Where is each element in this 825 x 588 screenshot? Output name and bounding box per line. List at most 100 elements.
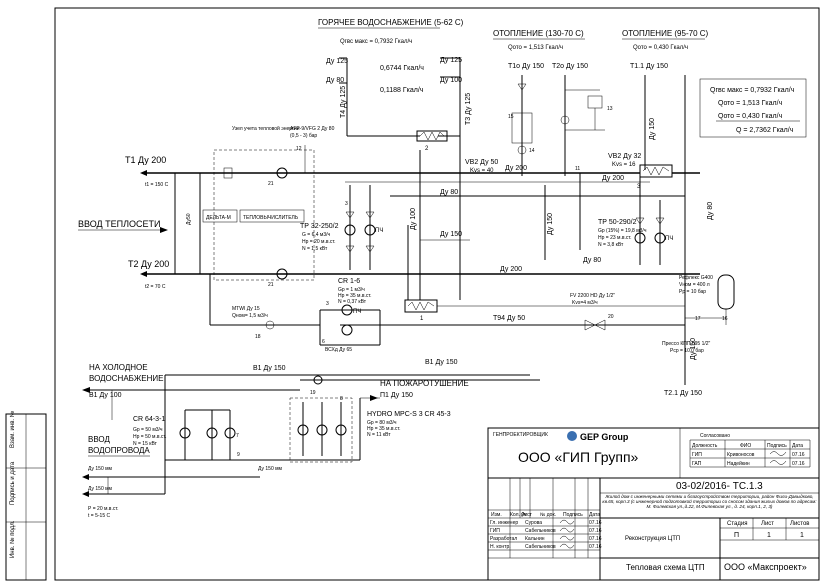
company-name: ООО «ГИП Групп»: [518, 449, 639, 465]
svg-text:N = 0,37 кВт: N = 0,37 кВт: [338, 299, 367, 305]
expansion-tank: Рефлекс G400 Vном = 400 л Рр = 10 бар 17…: [662, 274, 735, 354]
valve-label: VB2 Ду 50: [465, 159, 498, 166]
svg-text:Согласовано: Согласовано: [700, 433, 730, 439]
pump-label: ТР 32-250/2: [300, 223, 339, 230]
svg-text:ТЕПЛОВЫЧИСЛИТЕЛЬ: ТЕПЛОВЫЧИСЛИТЕЛЬ: [243, 215, 299, 221]
heating2-title: ОТОПЛЕНИЕ (95-70 С): [622, 29, 709, 38]
svg-text:Рр = 10 бар: Рр = 10 бар: [679, 289, 706, 295]
inlet-t1: Т1 Ду 200: [125, 155, 166, 165]
svg-text:12: 12: [296, 146, 302, 152]
side-stamp: Взам. инв. № Подпись и дата Инв. № подл.: [5, 411, 47, 581]
svg-text:Кол. уч: Кол. уч: [510, 512, 527, 518]
stamp-label: Подпись и дата: [10, 461, 16, 505]
svg-text:Kvs = 40: Kvs = 40: [470, 168, 494, 174]
svg-text:07.16: 07.16: [792, 461, 805, 467]
svg-text:Рср = 10,0 бар: Рср = 10,0 бар: [670, 348, 704, 354]
svg-text:Gр (15%) = 19,8 м3/ч: Gр (15%) = 19,8 м3/ч: [598, 228, 647, 234]
du-label: Ду 150: [440, 231, 462, 238]
pipe-label: П1 Ду 150: [380, 392, 413, 399]
section-name: Реконструкция ЦТП: [625, 536, 680, 542]
pipe-label: В1 Ду 150: [425, 359, 458, 366]
du-label: Ду 100: [440, 77, 462, 84]
svg-text:ГИП: ГИП: [692, 452, 702, 458]
svg-text:9: 9: [237, 452, 240, 458]
svg-text:Прессо КПП 095 1/2": Прессо КПП 095 1/2": [662, 341, 711, 347]
pump-group-tp50: ПЧ ТР 50-290/2 Gр (15%) = 19,8 м3/ч Нр =…: [598, 200, 673, 265]
signature-icon: [769, 451, 787, 456]
heating1-branch: Т1о Ду 150 Т2о Ду 150 15 13 14: [508, 63, 613, 176]
svg-text:t1 = 150 С: t1 = 150 С: [145, 182, 169, 188]
svg-text:Vном = 400 л: Vном = 400 л: [679, 282, 710, 288]
svg-text:Подпись: Подпись: [767, 443, 787, 449]
inlet-title: ВОДОПРОВОДА: [88, 446, 150, 455]
svg-text:21: 21: [268, 282, 274, 288]
svg-text:AFP-9/VFG 2 Ду 80: AFP-9/VFG 2 Ду 80: [290, 126, 335, 132]
hot-water-qmax: Qгвс макс = 0,7932 Гкал/ч: [340, 39, 412, 45]
pipe-label: Т3 Ду 125: [465, 93, 472, 125]
svg-text:Н. контр.: Н. контр.: [490, 544, 511, 550]
svg-text:3: 3: [326, 301, 329, 307]
signature-icon: [559, 519, 575, 525]
svg-text:ПЧ: ПЧ: [375, 228, 383, 234]
svg-text:7: 7: [236, 433, 239, 439]
svg-text:Kvs = 16: Kvs = 16: [612, 162, 636, 168]
pipe-label: Т1о Ду 150: [508, 63, 544, 70]
svg-text:ПЧ: ПЧ: [353, 309, 361, 315]
du-label: Ду 80: [707, 202, 714, 220]
du-label: Ду 150: [547, 213, 554, 235]
du-label: Ду 80: [440, 189, 458, 196]
du-label: Ду 200: [602, 175, 624, 182]
svg-text:N = 11 кВт: N = 11 кВт: [367, 432, 391, 438]
svg-text:t2 = 70 С: t2 = 70 С: [145, 284, 166, 290]
metering-box: ДЕЛЬТА-М ТЕПЛОВЫЧИСЛИТЕЛЬ: [202, 149, 315, 281]
svg-text:16: 16: [722, 316, 728, 322]
svg-text:3: 3: [637, 184, 641, 190]
svg-text:21: 21: [268, 181, 274, 187]
cold-title: ВОДОСНАБЖЕНИЕ: [89, 374, 163, 383]
svg-text:Gр = 80 м3/ч: Gр = 80 м3/ч: [367, 420, 397, 426]
inlet-title: ВВОД: [88, 435, 110, 444]
svg-text:15: 15: [508, 114, 514, 120]
svg-text:Дата: Дата: [589, 512, 600, 518]
pump-group-cr64: 7 9 CR 64-3-1 Gр = 50 м3/ч Нр = 50 м.в.с…: [133, 409, 360, 461]
svg-text:07.16: 07.16: [589, 520, 602, 526]
svg-text:Подпись: Подпись: [563, 512, 583, 518]
pipe-label: Т4 Ду 125: [340, 86, 347, 118]
svg-text:Ду 150 мм: Ду 150 мм: [88, 466, 113, 472]
stamp-label: Инв. № подл.: [9, 520, 16, 558]
water-inlet: ВВОД ВОДОПРОВОДА Ду 150 мм Ду 150 мм Ду …: [82, 435, 283, 519]
svg-text:Надейкин: Надейкин: [727, 460, 750, 467]
svg-text:07.16: 07.16: [589, 536, 602, 542]
svg-text:П: П: [734, 532, 739, 539]
pipe-label: Т94 Ду 50: [493, 315, 525, 322]
svg-text:Узел учета тепловой энергии: Узел учета тепловой энергии: [232, 125, 300, 132]
svg-text:Лист: Лист: [521, 512, 533, 518]
summary-line: Qгвс макс = 0,7932 Гкал/ч: [710, 87, 795, 94]
svg-text:Сабельников: Сабельников: [525, 544, 556, 550]
pipe-label: В1 Ду 150: [253, 365, 286, 372]
stamp-label: Взам. инв. №: [9, 411, 16, 448]
du-label: Ду 200: [500, 266, 522, 273]
svg-text:2: 2: [425, 146, 429, 152]
svg-text:Гл. инженер: Гл. инженер: [490, 520, 518, 526]
svg-text:Gр = 1 м3/ч: Gр = 1 м3/ч: [338, 287, 365, 293]
logo-icon: [567, 431, 577, 441]
heating2-branch: Т1.1 Ду 150 Ду 150 Ду 80 Т2.1 Ду 150 Ду …: [630, 63, 714, 397]
fire-pump-station: 8 HYDRO MPC-S 3 CR 45-3 Gр = 80 м3/ч Нр …: [289, 396, 451, 463]
heat-exchanger-3: 3: [637, 164, 673, 190]
svg-text:ВСХд Ду 65: ВСХд Ду 65: [325, 347, 352, 353]
pipe-label: Т2о Ду 150: [552, 63, 588, 70]
fire-title: НА ПОЖАРОТУШЕНИЕ: [380, 379, 469, 388]
svg-text:1: 1: [767, 532, 771, 539]
svg-text:ДЕЛЬТА-М: ДЕЛЬТА-М: [206, 215, 231, 221]
project-description: Жилой дом с инженерными сетями и благоус…: [602, 494, 816, 509]
svg-text:Р = 20 м.в.ст.: Р = 20 м.в.ст.: [88, 506, 118, 512]
svg-text:11: 11: [575, 166, 580, 172]
heating1-q: Qото = 1,513 Гкал/ч: [508, 45, 563, 51]
drawing-code: 03-02/2016- ТС.1.3: [676, 481, 763, 492]
pump-label: HYDRO MPC-S 3 CR 45-3: [367, 411, 451, 418]
svg-text:ГАП: ГАП: [692, 461, 702, 467]
svg-text:14: 14: [529, 148, 535, 154]
svg-text:Разработал: Разработал: [490, 536, 517, 542]
